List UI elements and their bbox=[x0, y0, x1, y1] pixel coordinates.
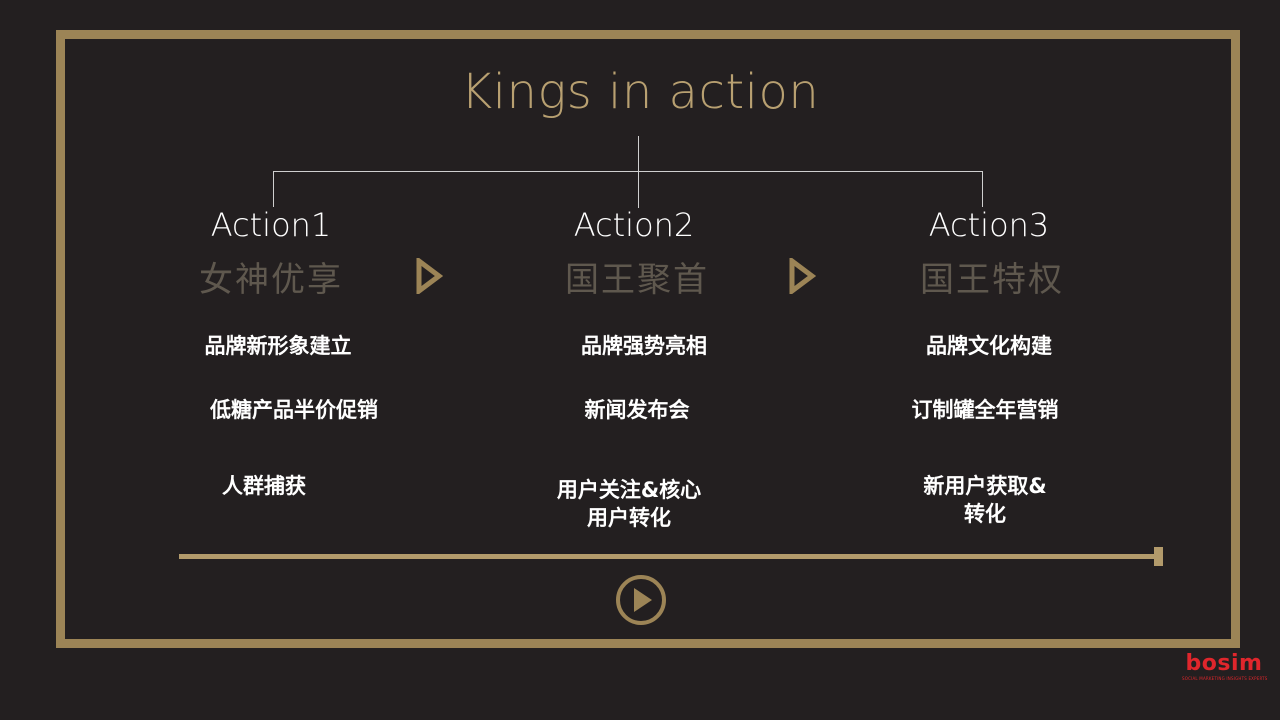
action1-item-3: 人群捕获 bbox=[222, 474, 306, 498]
play-circle-icon[interactable] bbox=[614, 573, 668, 627]
gold-frame bbox=[56, 30, 1240, 648]
connector-bar bbox=[273, 171, 983, 172]
page-title: Kings in action bbox=[460, 64, 820, 120]
timeline-bar bbox=[179, 554, 1157, 559]
action2-item-2: 新闻发布会 bbox=[584, 398, 690, 422]
action2-item-3: 用户关注&核心 用户转化 bbox=[556, 478, 702, 530]
connector-stem bbox=[638, 136, 639, 208]
triangle-right-outline-icon bbox=[416, 258, 443, 294]
logo-tagline: SOCIAL MARKETING INSIGHTS EXPERTS bbox=[1182, 676, 1268, 681]
action3-subtitle: 国王特权 bbox=[920, 260, 1064, 300]
action3-item-2: 订制罐全年营销 bbox=[911, 398, 1059, 422]
action1-item-1: 品牌新形象建立 bbox=[204, 334, 352, 358]
action3-item-1: 品牌文化构建 bbox=[926, 334, 1052, 358]
brand-logo: bosim SOCIAL MARKETING INSIGHTS EXPERTS bbox=[1182, 651, 1268, 682]
triangle-right-outline-icon bbox=[789, 258, 816, 294]
action2-name: Action2 bbox=[573, 206, 695, 244]
connector-left-drop bbox=[273, 171, 274, 207]
action2-item-1: 品牌强势亮相 bbox=[581, 334, 707, 358]
action1-item-2: 低糖产品半价促销 bbox=[210, 398, 378, 422]
logo-wordmark: bosim bbox=[1185, 651, 1263, 676]
action1-name: Action1 bbox=[210, 206, 332, 244]
connector-right-drop bbox=[982, 171, 983, 207]
action3-name: Action3 bbox=[928, 206, 1050, 244]
action1-subtitle: 女神优享 bbox=[199, 260, 343, 300]
action2-subtitle: 国王聚首 bbox=[565, 260, 709, 300]
timeline-end-cap bbox=[1154, 547, 1163, 566]
action3-item-3: 新用户获取& 转化 bbox=[923, 474, 1047, 526]
